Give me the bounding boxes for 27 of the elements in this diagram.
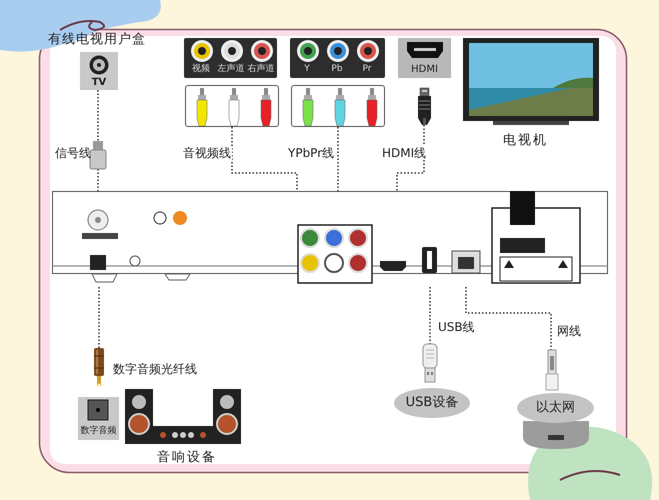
- cable-line: [231, 127, 298, 191]
- cable-line: [97, 169, 99, 191]
- cable-label: 数字音频光纤线: [113, 362, 197, 376]
- edge-label: USB线: [437, 320, 476, 334]
- jack-label: Pb: [330, 64, 344, 75]
- jack-label: 视频: [191, 64, 211, 75]
- cable-line: [337, 127, 339, 191]
- edge-label: 音视频线: [182, 146, 232, 160]
- cable-line: [465, 287, 552, 350]
- jack-label: Pr: [362, 64, 372, 75]
- cable-line: [96, 90, 99, 141]
- cable-line: [98, 287, 100, 348]
- port-label: HDMI: [410, 63, 439, 77]
- jack-label: 右声道: [246, 64, 276, 75]
- port-label: TV: [90, 76, 108, 90]
- device-title: 有线电视用户盒: [48, 33, 146, 47]
- edge-label: YPbPr线: [287, 146, 336, 160]
- edge-label: 网线: [556, 324, 582, 338]
- cable-line: [396, 125, 425, 191]
- port-label: 数字音频: [80, 424, 118, 438]
- edge-label: HDMI线: [381, 146, 428, 160]
- jack-label: Y: [303, 64, 311, 75]
- cable-line: [429, 287, 431, 344]
- cable-label: 信号线: [55, 146, 91, 160]
- jack-label: 左声道: [216, 64, 246, 75]
- device-label: 音响设备: [157, 451, 217, 465]
- device-label: 电视机: [503, 134, 548, 148]
